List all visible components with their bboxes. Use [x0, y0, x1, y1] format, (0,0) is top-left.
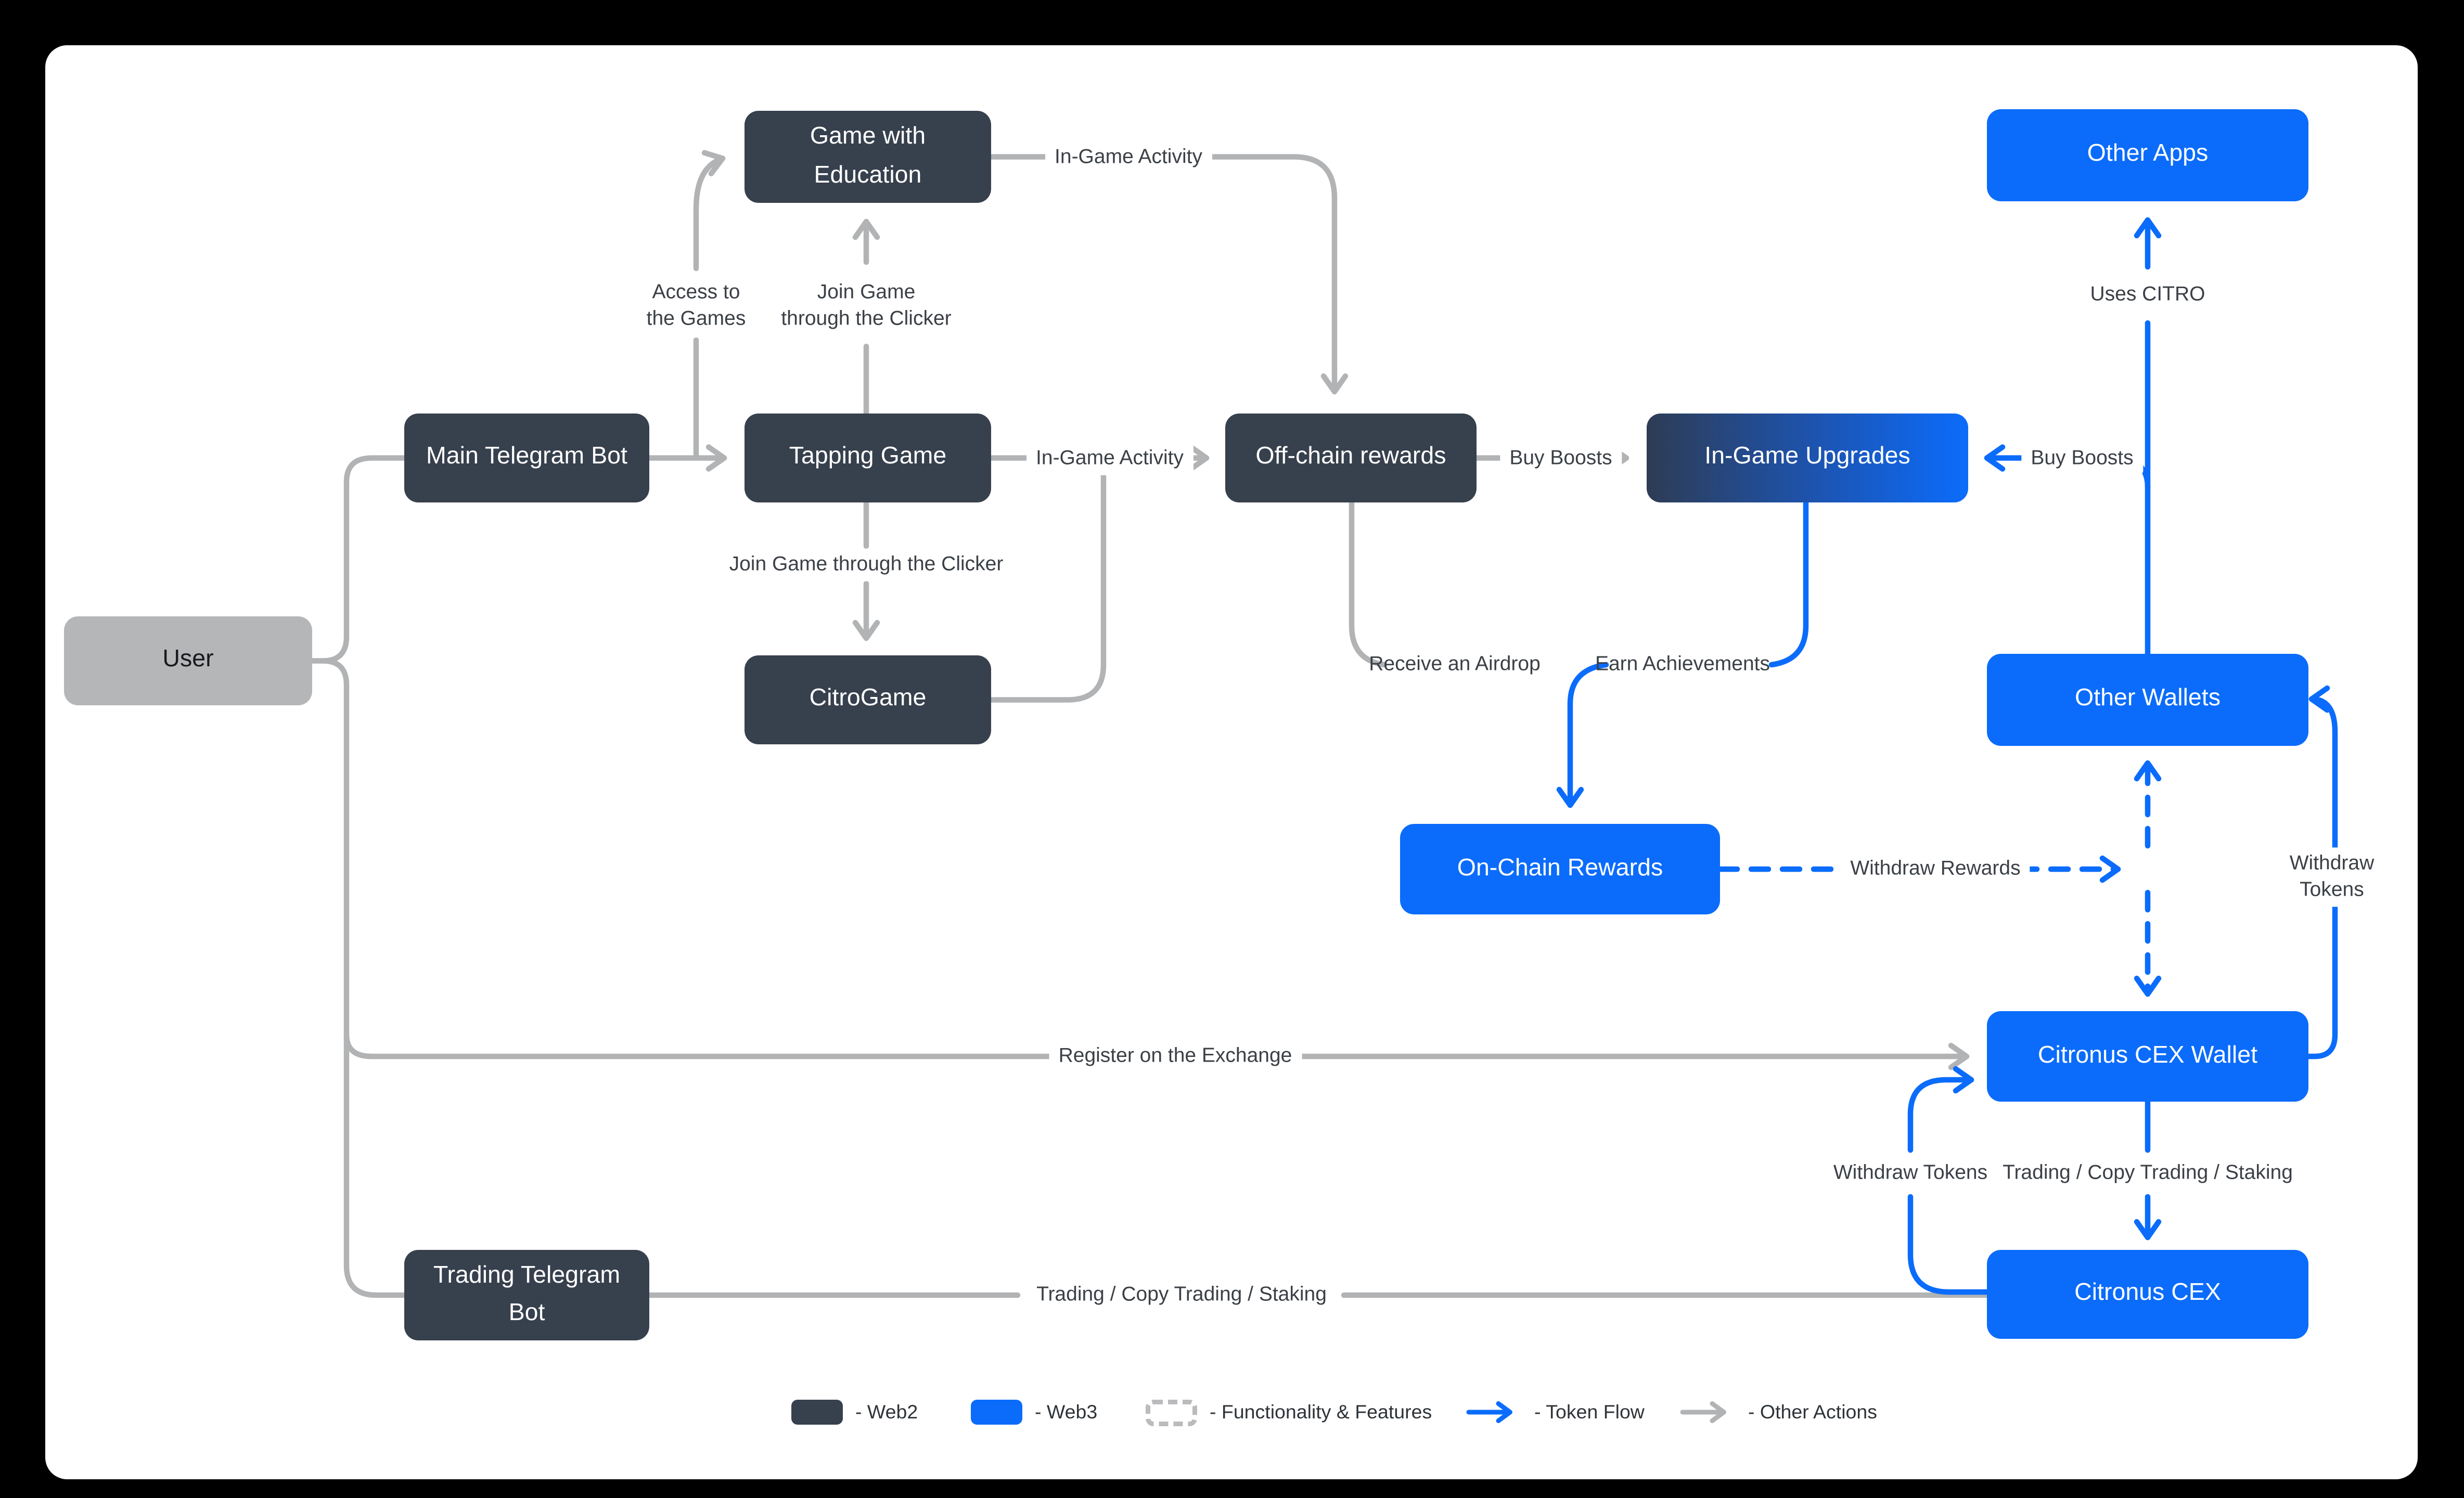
node-in-game-upgrades: In-Game Upgrades	[1647, 414, 1968, 502]
edge-label-access-games: Access to the Games	[637, 276, 755, 335]
node-other-apps: Other Apps	[1987, 109, 2308, 201]
edge-label-trading-staking-gray: Trading / Copy Trading / Staking	[1027, 1279, 1336, 1312]
node-main-telegram-bot: Main Telegram Bot	[404, 414, 649, 502]
legend-label-web3: - Web3	[1035, 1401, 1098, 1423]
other-actions-arrow-icon	[1680, 1401, 1726, 1423]
edge-label-in-game-activity-top: In-Game Activity	[1045, 141, 1212, 174]
node-game-with-education: Game with Education	[745, 111, 991, 203]
node-tapping-game: Tapping Game	[745, 414, 991, 502]
legend-item-web3: - Web3	[971, 1398, 1097, 1426]
functionality-features-swatch-icon	[1146, 1399, 1197, 1426]
node-user: User	[64, 616, 312, 705]
legend-label-other-actions: - Other Actions	[1748, 1401, 1878, 1423]
edge-label-buy-boosts-left: Buy Boosts	[1500, 442, 1622, 475]
node-citronus-cex: Citronus CEX	[1987, 1250, 2308, 1339]
edge-label-withdraw-rewards: Withdraw Rewards	[1841, 853, 2030, 886]
legend-item-token-flow: - Token Flow	[1466, 1398, 1645, 1426]
edge-label-receive-airdrop: Receive an Airdrop	[1369, 651, 1541, 675]
edge-label-withdraw-tokens-right: Withdraw Tokens	[2265, 847, 2398, 907]
edge-label-uses-citro: Uses CITRO	[2081, 278, 2215, 312]
web3-swatch-icon	[971, 1400, 1022, 1425]
legend-label-token-flow: - Token Flow	[1534, 1401, 1645, 1423]
edge-label-join-clicker-top: Join Game through the Clicker	[772, 276, 961, 335]
node-other-wallets: Other Wallets	[1987, 654, 2308, 746]
edge-label-withdraw-tokens-left: Withdraw Tokens	[1824, 1157, 1997, 1190]
legend-item-features: - Functionality & Features	[1146, 1398, 1432, 1426]
token-flow-arrow-icon	[1466, 1401, 1512, 1423]
legend-label-features: - Functionality & Features	[1210, 1401, 1432, 1423]
edge-label-buy-boosts-right: Buy Boosts	[2021, 442, 2143, 475]
edge-label-trading-staking-blue: Trading / Copy Trading / Staking	[1993, 1157, 2302, 1190]
web2-swatch-icon	[791, 1400, 843, 1425]
node-trading-telegram-bot: Trading Telegram Bot	[404, 1250, 649, 1340]
node-off-chain-rewards: Off-chain rewards	[1225, 414, 1477, 502]
node-citronus-cex-wallet: Citronus CEX Wallet	[1987, 1011, 2308, 1102]
legend-label-web2: - Web2	[855, 1401, 918, 1423]
node-on-chain-rewards: On-Chain Rewards	[1400, 824, 1720, 914]
node-citrogame: CitroGame	[745, 655, 991, 744]
edge-label-join-clicker-bottom: Join Game through the Clicker	[720, 548, 1013, 582]
legend-item-other-actions: - Other Actions	[1679, 1398, 1877, 1426]
edge-label-earn-achievements: Earn Achievements	[1595, 651, 1770, 675]
edge-label-in-game-activity-mid: In-Game Activity	[1026, 442, 1193, 475]
edge-label-register-exchange: Register on the Exchange	[1049, 1040, 1302, 1073]
legend-item-web2: - Web2	[791, 1398, 918, 1426]
